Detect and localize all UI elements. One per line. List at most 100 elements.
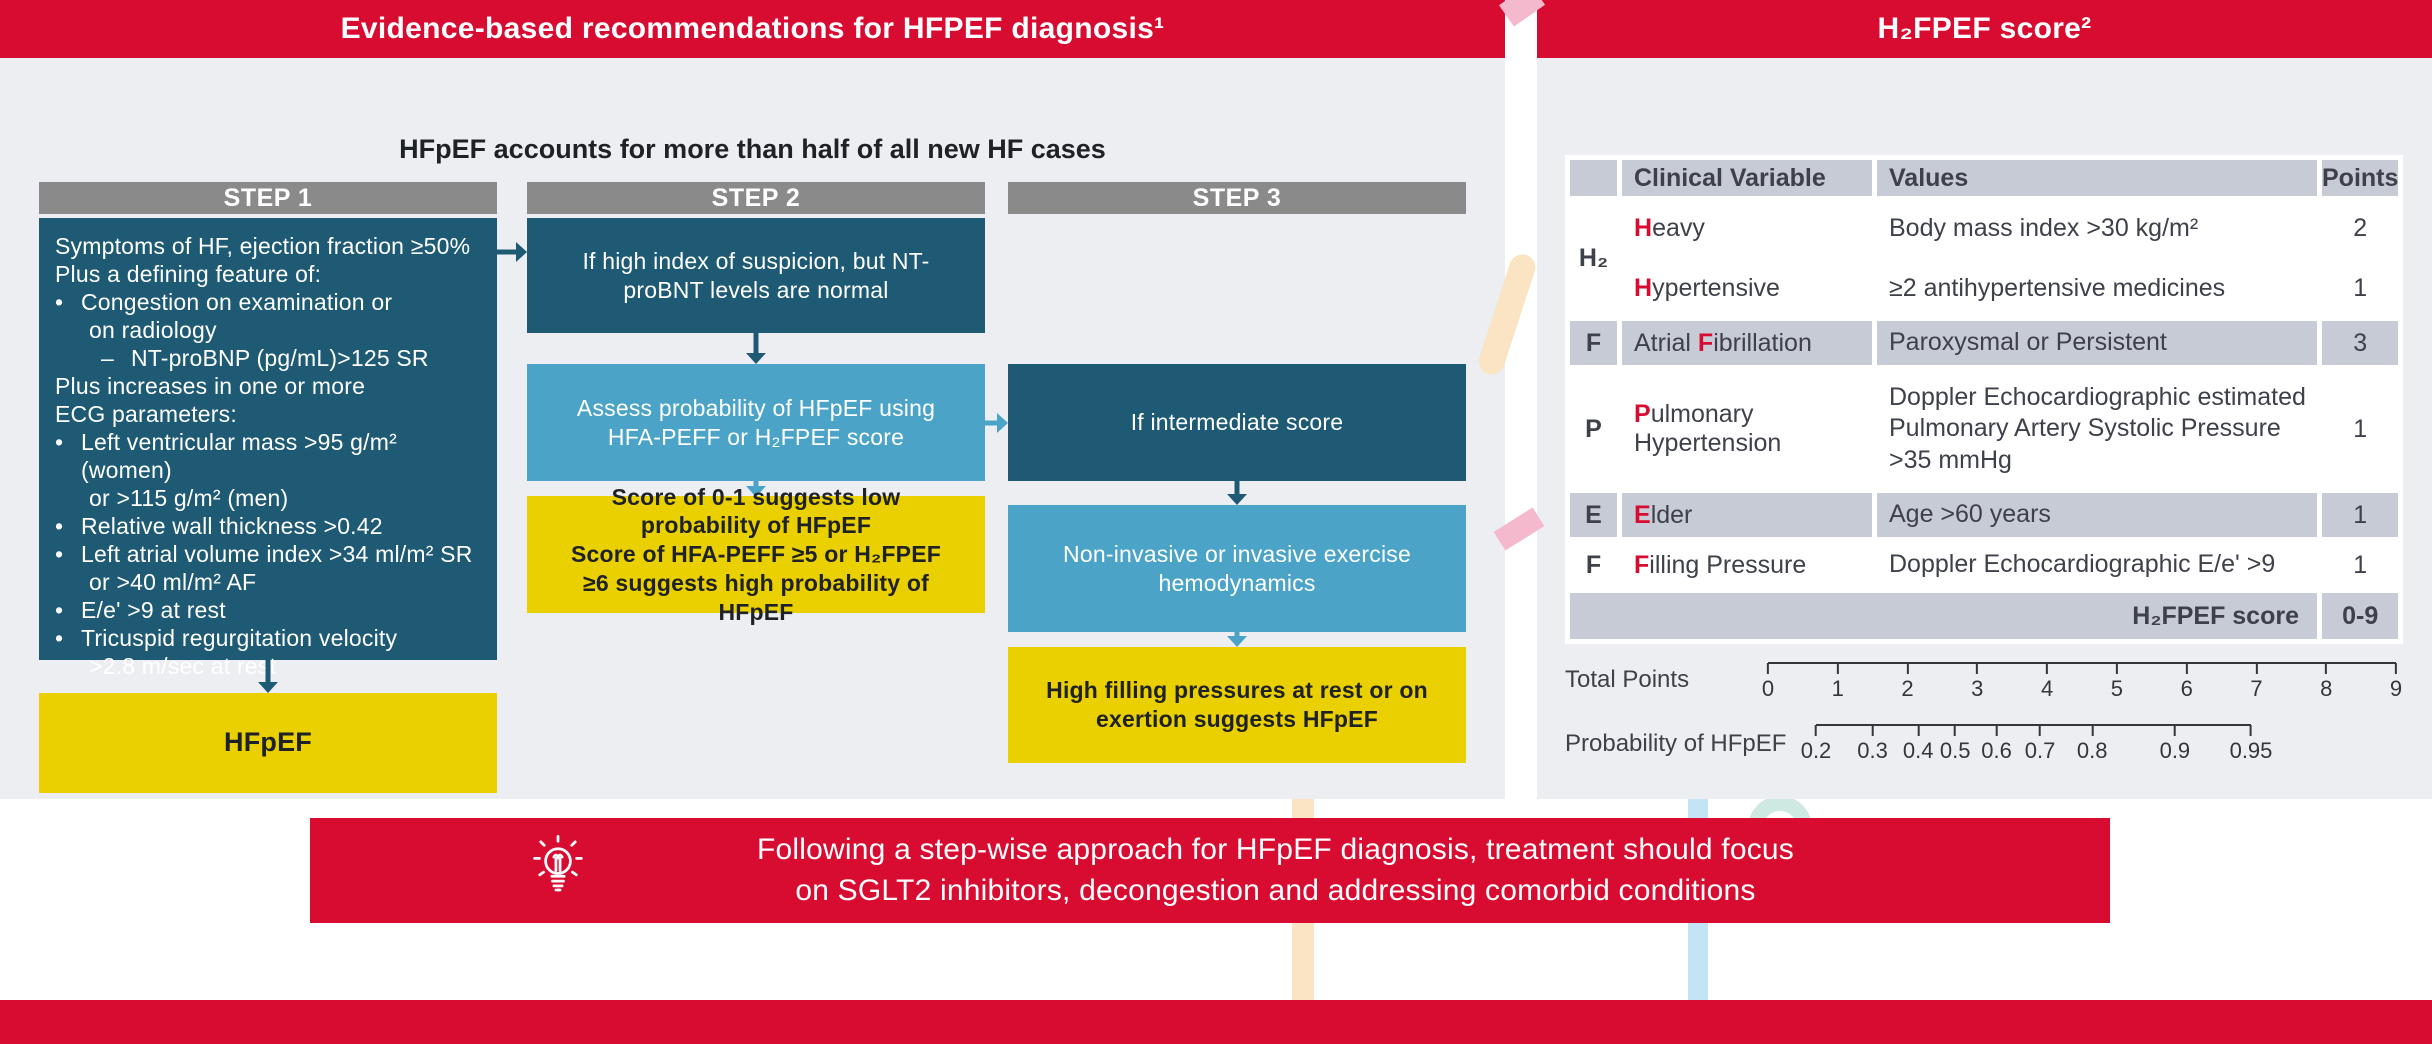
left-header-ribbon: Evidence-based recommendations for HFPEF…: [0, 0, 1505, 58]
down-arrow: [746, 333, 766, 364]
axis-tick: 0.7: [2024, 738, 2056, 763]
criteria-line: •E/e' >9 at rest: [55, 597, 226, 623]
criteria-line: on radiology: [89, 317, 217, 343]
connector-arrow-step1-step2: [497, 242, 527, 262]
axis-tick: 3: [1971, 676, 1984, 701]
value-pulmonary-hypertension: Doppler Echocardiographic estimated Pulm…: [1877, 370, 2317, 488]
connector-arrow-step2-step3: [985, 413, 1008, 433]
step2-score-box: Score of 0-1 suggests low probability of…: [527, 484, 985, 625]
probability-axis: 0.2 0.3 0.4 0.5 0.6 0.7 0.8 0.9 0.95: [1801, 724, 2272, 778]
points-atrial-fibrillation: 3: [2322, 321, 2399, 365]
probability-label: Probability of HFpEF: [1565, 730, 1787, 757]
right-panel: H₂FPEF score² Clinical Variable Values P…: [1537, 0, 2432, 799]
criteria-line: •Congestion on examination or: [55, 289, 393, 315]
table-row: F Filling Pressure Doppler Echocardiogra…: [1570, 542, 2399, 588]
value-elder: Age >60 years: [1877, 493, 2317, 537]
letter-f1: F: [1570, 321, 1617, 365]
right-header-ribbon: H₂FPEF score²: [1537, 0, 2432, 58]
points-filling-pressure: 1: [2322, 542, 2399, 588]
banner-line-2: on SGLT2 inhibitors, decongestion and ad…: [795, 873, 1756, 907]
step3-hemodynamics-box: Non-invasive or invasive exercise hemody…: [1008, 505, 1466, 632]
variable-hypertensive: Hypertensive: [1622, 261, 1872, 316]
score-row-label: H₂FPEF score: [1570, 593, 2317, 639]
variable-atrial-fibrillation: Atrial Fibrillation: [1622, 321, 1872, 365]
criteria-line: ECG parameters:: [55, 401, 237, 427]
left-panel: Evidence-based recommendations for HFPEF…: [0, 0, 1505, 799]
key-message-banner: Following a step-wise approach for HFpEF…: [310, 818, 2110, 923]
criteria-line: •Left atrial volume index >34 ml/m² SR: [55, 541, 473, 567]
subtitle: HFpEF accounts for more than half of all…: [399, 134, 1106, 164]
header-points: Points: [2322, 160, 2399, 196]
total-points-label: Total Points: [1565, 666, 1690, 693]
h2fpef-score-table: Clinical Variable Values Points H₂ Heavy…: [1565, 155, 2404, 644]
header-letter-cell: [1570, 160, 1617, 196]
table-row: P Pulmonary Hypertension Doppler Echocar…: [1570, 370, 2399, 488]
axis-tick: 9: [2389, 676, 2403, 701]
table-row: Hypertensive ≥2 antihypertensive medicin…: [1570, 261, 2399, 316]
axis-tick: 0: [1761, 676, 1775, 701]
table-score-row: H₂FPEF score 0-9: [1570, 593, 2399, 639]
variable-heavy: Heavy: [1622, 201, 1872, 256]
right-panel-title: H₂FPEF score²: [1877, 12, 2092, 45]
value-filling-pressure: Doppler Echocardiographic E/e' >9: [1877, 542, 2317, 588]
axis-tick: 4: [2040, 676, 2054, 701]
step3-intermediate-box: If intermediate score: [1008, 364, 1466, 481]
points-pulmonary-hypertension: 1: [2322, 370, 2399, 488]
axis-tick: 0.6: [1981, 738, 2012, 763]
axis-tick: 6: [2180, 676, 2193, 701]
points-elder: 1: [2322, 493, 2399, 537]
table-row: H₂ Heavy Body mass index >30 kg/m² 2: [1570, 201, 2399, 316]
criteria-line: Plus a defining feature of:: [55, 261, 322, 287]
axis-tick: 8: [2320, 676, 2333, 701]
criteria-line: •Relative wall thickness >0.42: [55, 513, 383, 539]
value-atrial-fibrillation: Paroxysmal or Persistent: [1877, 321, 2317, 365]
step1-result-box: HFpEF: [39, 693, 497, 793]
down-arrow: [746, 481, 766, 497]
header-values: Values: [1877, 160, 2317, 196]
value-hypertensive: ≥2 antihypertensive medicines: [1877, 261, 2317, 316]
down-arrow: [1227, 481, 1247, 505]
step3-result-box: High filling pressures at rest or on exe…: [1008, 647, 1466, 763]
variable-pulmonary-hypertension: Pulmonary Hypertension: [1622, 370, 1872, 488]
letter-h2: H₂: [1570, 201, 1617, 316]
lightbulb-icon: [525, 835, 591, 906]
axis-tick: 0.4: [1902, 738, 1934, 763]
criteria-line: or >40 ml/m² AF: [89, 569, 257, 595]
criteria-line: –NT-proBNP (pg/mL)>125 SR: [101, 345, 429, 371]
criteria-line: Plus increases in one or more: [55, 373, 366, 399]
score-row-points: 0-9: [2322, 593, 2399, 639]
criteria-line: or >115 g/m² (men): [89, 485, 289, 511]
axis-tick: 0.8: [2076, 738, 2108, 763]
axis-tick: 0.2: [1800, 738, 1832, 763]
letter-f2: F: [1570, 542, 1617, 588]
axis-tick: 0.5: [1939, 738, 1971, 763]
score-high-text: Score of HFA-PEFF ≥5 or H₂FPEF ≥6 sugges…: [570, 541, 942, 625]
axis-tick: 0.95: [2229, 738, 2273, 763]
left-panel-title: Evidence-based recommendations for HFPEF…: [340, 12, 1165, 45]
total-points-axis: 0 1 2 3 4 5 6 7 8 9: [1762, 662, 2402, 716]
table-header-row: Clinical Variable Values Points: [1570, 160, 2399, 196]
step1-criteria-box: Symptoms of HF, ejection fraction ≥50% P…: [39, 218, 497, 679]
letter-e: E: [1570, 493, 1617, 537]
axis-tick: 2: [1901, 676, 1914, 701]
points-hypertensive: 1: [2322, 261, 2399, 316]
step2-header: STEP 2: [527, 182, 985, 214]
variable-elder: Elder: [1622, 493, 1872, 537]
criteria-line: •Left ventricular mass >95 g/m² (women): [55, 429, 397, 483]
header-variable: Clinical Variable: [1622, 160, 1872, 196]
criteria-line: Symptoms of HF, ejection fraction ≥50%: [55, 233, 471, 259]
score-low-text: Score of 0-1 suggests low probability of…: [611, 483, 901, 539]
down-arrow: [258, 660, 278, 693]
step2-assess-box: Assess probability of HFpEF using HFA-PE…: [527, 364, 985, 481]
axis-tick: 1: [1831, 676, 1844, 701]
down-arrow: [1227, 632, 1247, 647]
axis-line: [1768, 662, 2396, 664]
axis-tick: 7: [2250, 676, 2263, 701]
table-row: E Elder Age >60 years 1: [1570, 493, 2399, 537]
variable-filling-pressure: Filling Pressure: [1622, 542, 1872, 588]
bottom-red-bar: [0, 1000, 2432, 1044]
banner-line-1: Following a step-wise approach for HFpEF…: [757, 833, 1794, 866]
axis-tick: 0.9: [2159, 738, 2191, 763]
step2-suspicion-box: If high index of suspicion, but NT-proBN…: [527, 218, 985, 333]
